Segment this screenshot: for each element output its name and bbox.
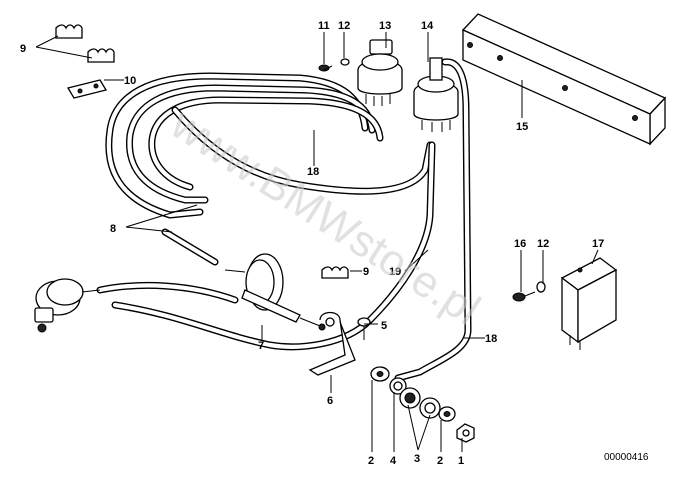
callout-1: 1 — [458, 455, 464, 467]
watermark: www.BMWstore.pl — [162, 99, 489, 335]
callout-2-right: 2 — [437, 455, 443, 467]
leader-lines — [35, 32, 599, 452]
callout-labels: 9 10 11 12 13 14 15 18 8 9 19 5 18 7 6 2… — [20, 20, 604, 467]
control-unit-17 — [560, 257, 618, 350]
short-hose-8 — [161, 228, 219, 266]
vacuum-hose-right-18 — [394, 58, 472, 382]
callout-12-top: 12 — [338, 20, 350, 32]
washer-2-left — [370, 366, 390, 382]
callout-5: 5 — [381, 320, 387, 332]
callout-3: 3 — [414, 453, 420, 465]
vacuum-actuator-7 — [224, 253, 326, 331]
vacuum-switch-13 — [357, 39, 403, 106]
callout-11: 11 — [318, 20, 330, 32]
callout-14: 14 — [421, 20, 434, 32]
vacuum-switch-14 — [413, 57, 459, 132]
callout-7: 7 — [258, 340, 264, 352]
callout-6: 6 — [327, 395, 333, 407]
callout-15: 15 — [516, 121, 528, 133]
callout-2-left: 2 — [368, 455, 374, 467]
spacer-4 — [389, 377, 407, 395]
callout-18-top: 18 — [307, 166, 319, 178]
washer-12-top — [340, 58, 350, 66]
callout-13: 13 — [379, 20, 391, 32]
callout-10: 10 — [124, 75, 136, 87]
screw-11 — [318, 64, 333, 72]
washer-2-right — [438, 406, 456, 422]
mounting-plate-10 — [66, 79, 108, 99]
rubber-grommet-3b — [419, 397, 441, 419]
screw-16 — [512, 291, 536, 302]
callout-19: 19 — [389, 266, 401, 278]
callout-9-middle: 9 — [363, 266, 369, 278]
hose-clip-9-middle — [321, 266, 349, 279]
rubber-grommet-3a — [399, 387, 421, 409]
callout-17: 17 — [592, 238, 604, 250]
washer-12-right — [536, 281, 546, 293]
hose-clip-9-top — [55, 24, 115, 63]
callout-9-top: 9 — [20, 43, 26, 55]
callout-12-right: 12 — [537, 238, 549, 250]
support-bracket-6 — [308, 311, 356, 376]
callout-18-right: 18 — [485, 333, 497, 345]
hose-to-actuator — [96, 281, 239, 304]
callout-16: 16 — [514, 238, 526, 250]
mounting-rail-15 — [461, 13, 667, 146]
hex-nut-1 — [456, 423, 475, 443]
callout-4: 4 — [390, 455, 397, 467]
callout-8: 8 — [110, 223, 116, 235]
document-number: 00000416 — [604, 452, 649, 463]
vacuum-hose-loop-18 — [105, 72, 434, 219]
vacuum-reservoir — [34, 278, 101, 333]
